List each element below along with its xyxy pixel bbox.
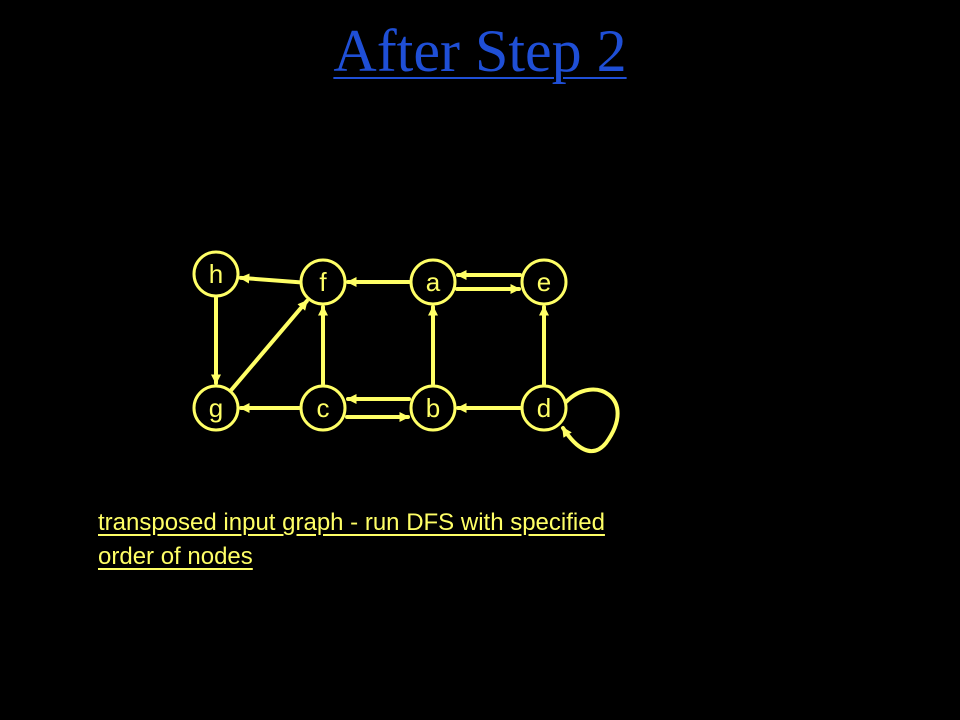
node-circle-h: [192, 250, 240, 298]
node-d: d: [520, 384, 568, 432]
edge-g-f: [229, 299, 309, 392]
node-circle-g: [192, 384, 240, 432]
node-circle-d: [520, 384, 568, 432]
nodes-layer: h f a e g c b d: [192, 250, 568, 432]
node-c: c: [299, 384, 347, 432]
edge-f-h: [238, 273, 301, 285]
node-label-d: d: [537, 393, 551, 423]
node-label-c: c: [317, 393, 330, 423]
edges-layer: [211, 270, 620, 454]
node-circle-a: [409, 258, 457, 306]
node-label-h: h: [209, 259, 223, 289]
node-circle-e: [520, 258, 568, 306]
node-label-g: g: [209, 393, 223, 423]
node-a: a: [409, 258, 457, 306]
node-label-f: f: [319, 267, 327, 297]
node-e: e: [520, 258, 568, 306]
node-label-e: e: [537, 267, 551, 297]
node-f: f: [299, 258, 347, 306]
caption-text: transposed input graph - run DFS with sp…: [98, 509, 605, 570]
node-b: b: [409, 384, 457, 432]
edge-d-d: [561, 387, 620, 454]
node-h: h: [192, 250, 240, 298]
node-label-b: b: [426, 393, 440, 423]
node-circle-c: [299, 384, 347, 432]
node-g: g: [192, 384, 240, 432]
node-circle-b: [409, 384, 457, 432]
slide-title: After Step 2: [333, 18, 627, 84]
node-circle-f: [299, 258, 347, 306]
node-label-a: a: [426, 267, 441, 297]
